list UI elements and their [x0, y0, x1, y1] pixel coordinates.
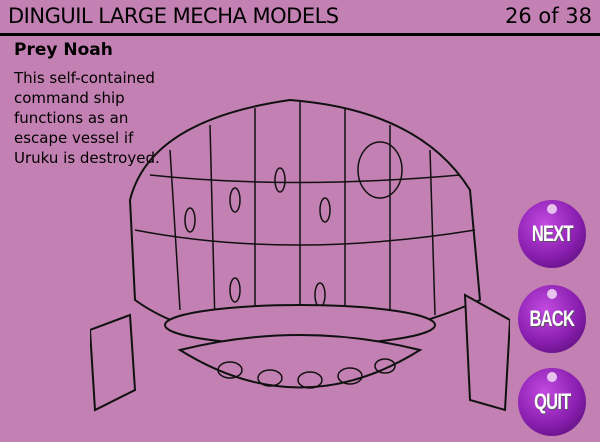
- anchor-icon: [547, 372, 557, 382]
- header-divider: [0, 33, 600, 36]
- prey-noah-ship-illustration: [90, 98, 510, 412]
- back-button-label: BACK: [529, 306, 575, 331]
- anchor-icon: [547, 204, 557, 214]
- page-counter: 26 of 38: [504, 4, 592, 28]
- next-button[interactable]: NEXT: [518, 200, 586, 268]
- quit-button[interactable]: QUIT: [518, 368, 586, 436]
- back-button[interactable]: BACK: [518, 285, 586, 353]
- next-button-label: NEXT: [531, 221, 573, 246]
- anchor-icon: [547, 289, 557, 299]
- quit-button-label: QUIT: [533, 389, 571, 414]
- model-description: This self-contained command ship functio…: [14, 69, 160, 167]
- model-name: Prey Noah: [14, 40, 113, 60]
- page-title: DINGUIL LARGE MECHA MODELS: [8, 4, 339, 28]
